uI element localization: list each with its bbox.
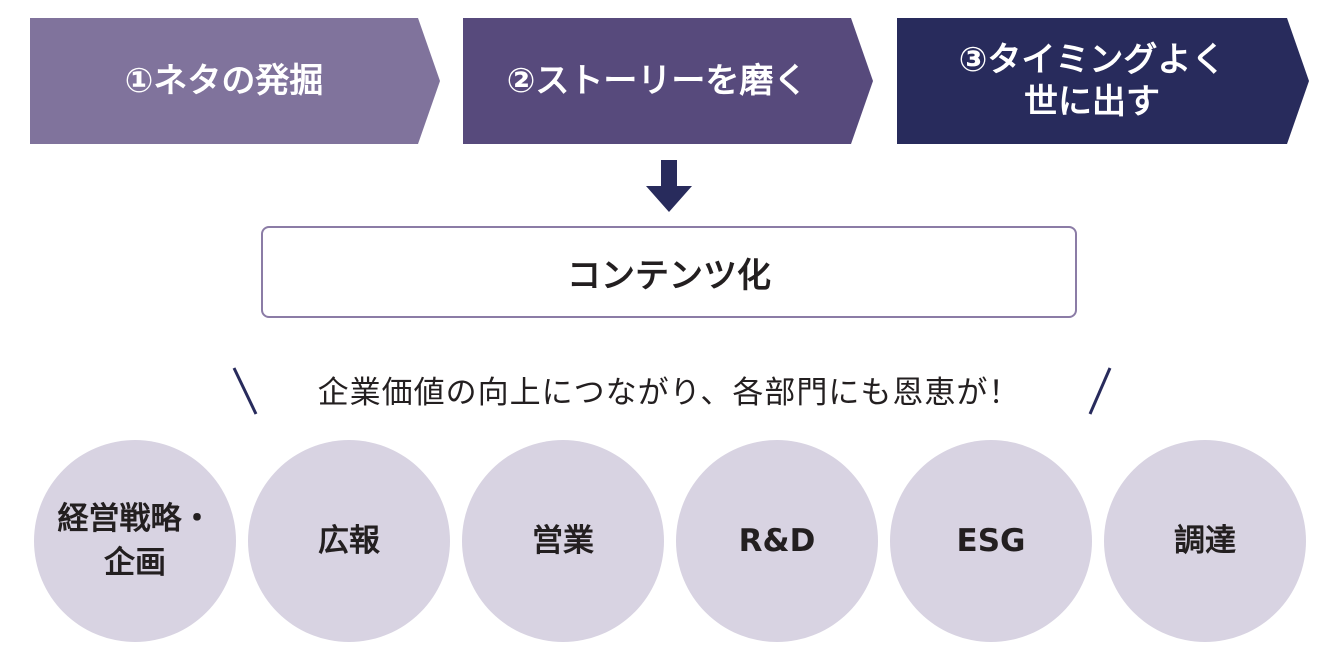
step-2-chevron: ②ストーリーを磨く — [463, 18, 873, 144]
right-slash-mark — [1088, 367, 1112, 415]
step-3-label-line-2: 世に出す — [1023, 82, 1160, 122]
department-label: 広報 — [318, 523, 380, 559]
department-circle-rnd: R&D — [676, 440, 878, 642]
left-slash-mark — [232, 367, 258, 415]
department-label: ESG — [956, 523, 1026, 559]
content-box-label: コンテンツ化 — [567, 255, 771, 296]
department-circle-esg: ESG — [890, 440, 1092, 642]
department-circle-sales: 営業 — [462, 440, 664, 642]
down-arrow-icon — [646, 160, 692, 212]
department-circle-management: 経営戦略・ 企画 — [34, 440, 236, 642]
department-label: 調達 — [1174, 523, 1236, 559]
department-label-line-2: 企画 — [104, 545, 166, 581]
benefit-text: 企業価値の向上につながり、各部門にも恩恵が！ — [317, 374, 1021, 411]
department-circle-procurement: 調達 — [1104, 440, 1306, 642]
department-circle-pr: 広報 — [248, 440, 450, 642]
step-1-chevron: ①ネタの発掘 — [30, 18, 440, 144]
step-1-label: ①ネタの発掘 — [124, 61, 324, 101]
step-3-chevron: ③タイミングよく 世に出す — [897, 18, 1309, 144]
step-3-label-line-1: ③タイミングよく — [958, 40, 1226, 80]
department-label: 営業 — [532, 523, 594, 559]
step-2-label: ②ストーリーを磨く — [506, 61, 808, 101]
department-label-line-1: 経営戦略・ — [57, 501, 213, 537]
content-box: コンテンツ化 — [261, 226, 1077, 318]
department-label: R&D — [738, 523, 816, 559]
